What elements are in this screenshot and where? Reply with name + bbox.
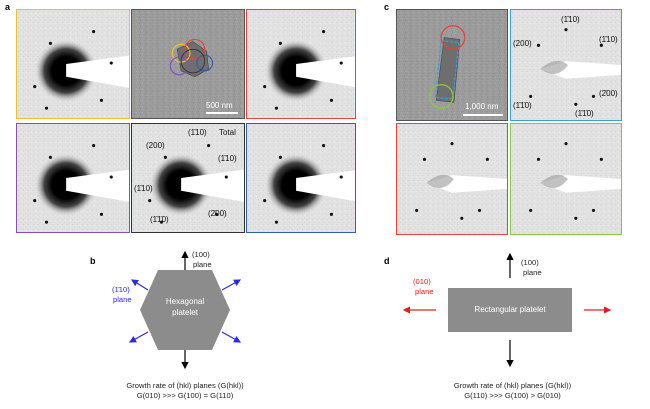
- saed-pattern-purple: [16, 123, 130, 233]
- panel-label-d: d: [384, 256, 390, 266]
- panel-label-a: a: [5, 2, 11, 12]
- selection-circle-black: [180, 48, 206, 74]
- saed-pattern-lightblue: (1̄10) (200) (1̄10) (2̄00) (1̄1̄0) (1̄1̄…: [510, 9, 622, 121]
- rectangle-growth-diagram: [402, 252, 612, 368]
- index-label: (1̄10): [561, 15, 580, 24]
- selection-circle-purple: [169, 56, 189, 76]
- arrow-lower-left: [128, 331, 149, 343]
- growth-rate-line2-b: G(010) >>> G(100) = G(110): [136, 391, 234, 400]
- plane-index-side: (1̄10): [112, 285, 130, 294]
- panel-label-c: c: [384, 2, 390, 12]
- hexagon-label-line1: Hexagonal: [165, 297, 205, 306]
- scale-bar-label-c: 1,000 nm: [465, 102, 499, 111]
- hexagon-growth-diagram: [128, 250, 242, 370]
- selection-circle-blue: [196, 54, 214, 72]
- saed-pattern-image: [17, 10, 129, 118]
- saed-pattern-blue: [246, 123, 356, 233]
- panel-label-b: b: [90, 256, 96, 266]
- tem-image: [397, 10, 507, 120]
- arrow-upper-left: [130, 279, 149, 291]
- saed-pattern-image: [511, 124, 621, 234]
- saed-pattern-green: [510, 123, 622, 235]
- saed-pattern-image: [17, 124, 129, 232]
- total-label: Total: [219, 128, 236, 137]
- selection-circle-red: [440, 25, 466, 50]
- hexagonal-platelet: [140, 270, 230, 350]
- saed-pattern-image: [397, 124, 507, 234]
- tem-image: [132, 10, 244, 118]
- growth-rate-line1-b: Growth rate of (hkl) planes (G(hkl)): [126, 381, 244, 390]
- plane-word-top: plane: [523, 268, 542, 277]
- index-label: (200): [146, 141, 165, 150]
- selection-circle-green: [428, 84, 454, 109]
- index-label: (200): [513, 39, 532, 48]
- saed-pattern-red: [246, 9, 356, 119]
- tem-image-panel-a: 500 nm: [131, 9, 245, 119]
- rectangular-platelet: [448, 288, 572, 332]
- index-label: (1̄10): [599, 35, 618, 44]
- saed-pattern-total: Total (1̄10) (200) (1̄10) (1̄10) (1̄1̄0)…: [131, 123, 245, 233]
- plane-word-side: plane: [113, 295, 132, 304]
- tem-image-panel-c: 1,000 nm: [396, 9, 508, 121]
- growth-rate-line2-d: G(110) >>> G(100) > G(010): [464, 391, 561, 400]
- index-label: (1̄1̄0): [513, 101, 532, 110]
- index-label: (1̄10): [218, 154, 237, 163]
- growth-rate-line1-d: Growth rate of (hkl) planes (G(hkl)): [453, 381, 572, 390]
- plane-word-top: plane: [193, 260, 212, 269]
- arrow-upper-right: [221, 279, 242, 291]
- index-label: (1̄10): [188, 128, 207, 137]
- saed-pattern-image: [247, 10, 355, 118]
- plane-index-top: (100): [192, 250, 210, 259]
- plane-index-top: (100): [521, 258, 539, 267]
- plane-word-side: plane: [415, 287, 434, 296]
- hexagon-label-line2: platelet: [172, 308, 198, 317]
- saed-pattern-yellow: [16, 9, 130, 119]
- plane-index-side: (010): [413, 277, 431, 286]
- arrow-lower-right: [221, 331, 242, 343]
- index-label: (1̄1̄0): [150, 215, 169, 224]
- index-label: (1̄1̄0): [575, 109, 594, 118]
- scale-bar-c: [463, 114, 503, 116]
- index-label: (2̄00): [599, 89, 618, 98]
- scale-bar-a: [206, 112, 238, 114]
- saed-pattern-image: [247, 124, 355, 232]
- rectangle-label: Rectangular platelet: [474, 305, 546, 314]
- saed-pattern-red-c: [396, 123, 508, 235]
- scale-bar-label-a: 500 nm: [206, 101, 233, 110]
- index-label: (2̄00): [208, 209, 227, 218]
- index-label: (1̄10): [134, 184, 153, 193]
- selection-circle-red: [184, 38, 206, 60]
